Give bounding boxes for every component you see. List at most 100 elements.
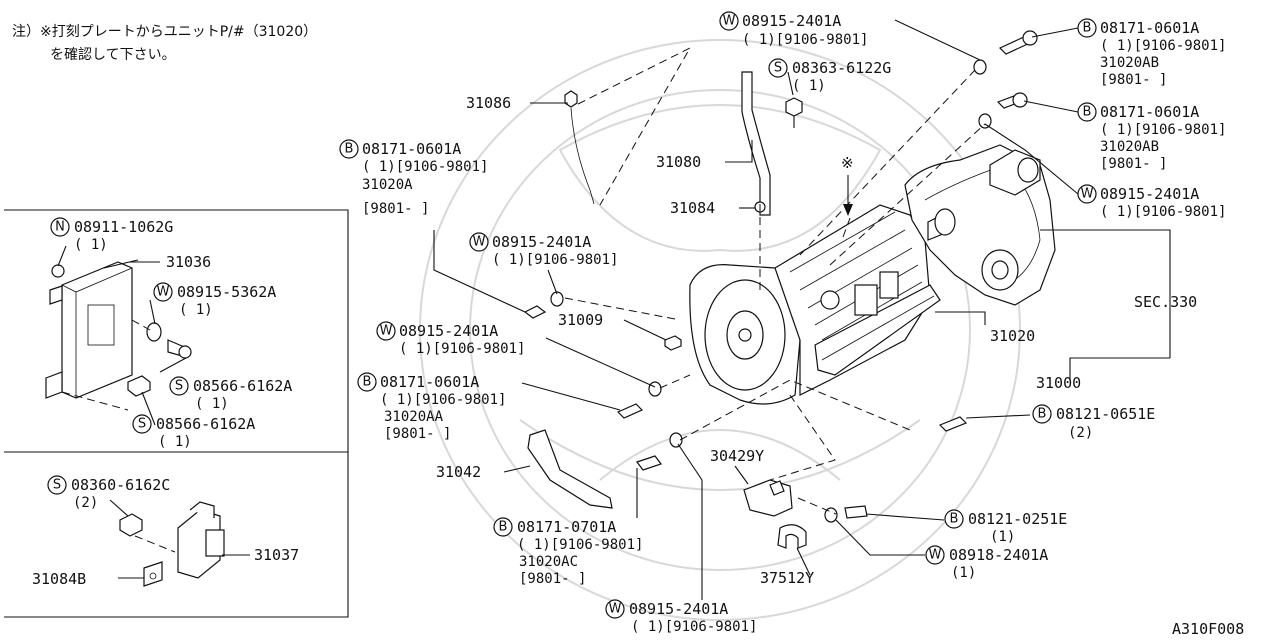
s-top-badge: S (768, 58, 788, 78)
fasteners (523, 30, 1038, 523)
dipstick-drawing (564, 90, 595, 205)
b-bottom-center-range: [9801- ] (519, 571, 586, 587)
b-mid-part: 08171-0601A (1100, 103, 1199, 121)
w-bottom-part: 08915-2401A (629, 600, 728, 618)
part-31080-label: 31080 (656, 153, 701, 171)
svg-text:W: W (473, 235, 486, 250)
b-right-low-qty: (2) (1068, 425, 1093, 441)
star-marker: ※ (841, 154, 854, 172)
b-center-badge: B (357, 372, 377, 392)
b-mid-alt: 31020AB (1100, 139, 1159, 155)
w-bottom-right-badge: W (925, 545, 945, 565)
bracket-drawing (743, 479, 807, 549)
w-top-part: 08915-2401A (742, 12, 841, 30)
star-arrow-head (843, 204, 853, 216)
w-top-badge: W (719, 11, 739, 31)
b-bottom-right-part: 08121-0251E (968, 510, 1067, 528)
b-mid-qty: ( 1)[9106-9801] (1100, 122, 1226, 138)
part-31036-label: 31036 (166, 253, 211, 271)
b-right-low-badge: B (1032, 404, 1052, 424)
b-bottom-center-part: 08171-0701A (517, 518, 616, 536)
s-top-part: 08363-6122G (792, 59, 891, 77)
b-mid-range: [9801- ] (1100, 156, 1167, 172)
svg-text:W: W (609, 602, 622, 617)
s-top-qty: ( 1) (792, 78, 826, 94)
svg-text:B: B (1083, 105, 1092, 120)
w-top-qty: ( 1)[9106-9801] (742, 32, 868, 48)
sensor-drawing (119, 501, 225, 587)
w-bottom-qty: ( 1)[9106-9801] (631, 619, 757, 635)
w-left-badge: W (469, 232, 489, 252)
b-left-badge: B (339, 139, 359, 159)
svg-text:B: B (950, 512, 959, 527)
n-box-badge: N (50, 217, 70, 237)
part-31037-label: 31037 (254, 546, 299, 564)
s-box2-part: 08566-6162A (156, 415, 255, 433)
svg-text:S: S (53, 478, 61, 493)
b-top-part: 08171-0601A (1100, 19, 1199, 37)
part-31009-label: 31009 (558, 311, 603, 329)
b-top-alt: 31020AB (1100, 55, 1159, 71)
svg-text:N: N (55, 220, 65, 235)
w-right-badge: W (1077, 184, 1097, 204)
part-31084-label: 31084 (670, 199, 715, 217)
svg-text:W: W (929, 548, 942, 563)
diagram-code: A310F008 (1172, 620, 1244, 638)
part-31020-label: 31020 (990, 327, 1035, 345)
part-37512Y-label: 37512Y (760, 569, 814, 587)
cover-plate-drawing (527, 429, 613, 509)
part-31042-label: 31042 (436, 463, 481, 481)
b-bottom-center-badge: B (493, 517, 513, 537)
b-left-alt: 31020A (362, 177, 413, 193)
b-top-badge: B (1077, 18, 1097, 38)
b-center-range: [9801- ] (384, 426, 451, 442)
s-box3-badge: S (47, 475, 67, 495)
b-left-range: [9801- ] (362, 201, 429, 217)
control-unit-drawing (45, 259, 192, 411)
svg-text:S: S (774, 61, 782, 76)
b-center-alt: 31020AA (384, 409, 444, 425)
n-box-part: 08911-1062G (74, 218, 173, 236)
svg-text:B: B (1083, 21, 1092, 36)
leader-lines (57, 19, 1171, 600)
svg-text:S: S (138, 417, 146, 432)
note-line-1: 注）※打刻プレートからユニットP/#（31020） (12, 23, 317, 40)
b-top-qty: ( 1)[9106-9801] (1100, 38, 1226, 54)
part-31084B-label: 31084B (32, 570, 86, 588)
w-box-part: 08915-5362A (177, 283, 276, 301)
svg-text:S: S (175, 379, 183, 394)
svg-text:B: B (363, 375, 372, 390)
b-bottom-right-badge: B (944, 509, 964, 529)
svg-text:W: W (1081, 187, 1094, 202)
b-left-qty: ( 1)[9106-9801] (362, 159, 488, 175)
b-center-qty: ( 1)[9106-9801] (380, 392, 506, 408)
s-box1-qty: ( 1) (195, 396, 229, 412)
part-31000-label: 31000 (1036, 374, 1081, 392)
b-bottom-center-qty: ( 1)[9106-9801] (517, 537, 643, 553)
w-bottom-right-part: 08918-2401A (949, 546, 1048, 564)
s-box3-part: 08360-6162C (71, 476, 170, 494)
b-bottom-right-qty: (1) (990, 529, 1015, 545)
w-center-part: 08915-2401A (399, 322, 498, 340)
b-left-part: 08171-0601A (362, 140, 461, 158)
part-31086-label: 31086 (466, 94, 511, 112)
w-center-qty: ( 1)[9106-9801] (399, 341, 525, 357)
b-bottom-center-alt: 31020AC (519, 554, 578, 570)
w-box-badge: W (153, 282, 173, 302)
watermark-emblem (419, 39, 1021, 621)
w-left-qty: ( 1)[9106-9801] (492, 252, 618, 268)
assembly-dash-lines (564, 46, 986, 515)
sec-330-label: SEC.330 (1134, 293, 1197, 311)
s-box2-badge: S (132, 414, 152, 434)
w-box-qty: ( 1) (179, 302, 213, 318)
b-right-low-part: 08121-0651E (1056, 405, 1155, 423)
svg-text:W: W (380, 324, 393, 339)
filler-tube-drawing (741, 71, 803, 216)
inset-sensor (4, 451, 349, 618)
svg-text:B: B (345, 142, 354, 157)
w-bottom-badge: W (605, 599, 625, 619)
w-right-part: 08915-2401A (1100, 185, 1199, 203)
part-30429Y-label: 30429Y (710, 447, 764, 465)
s-box3-qty: (2) (73, 495, 98, 511)
